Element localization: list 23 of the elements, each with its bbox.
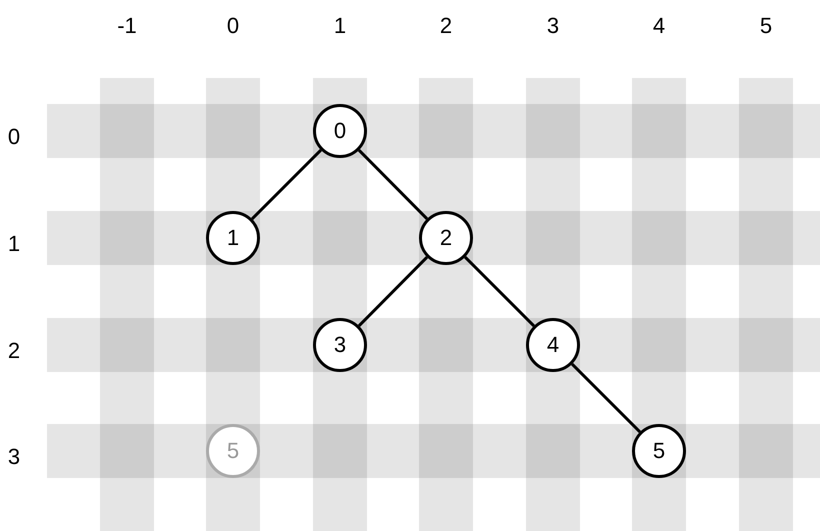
tree-node-circle: 4 bbox=[526, 318, 580, 372]
tree-edge bbox=[571, 363, 641, 433]
row-label: 2 bbox=[8, 338, 20, 364]
row-label: 1 bbox=[8, 231, 20, 257]
tree-node-circle: 5 bbox=[632, 424, 686, 478]
row-label: 3 bbox=[8, 444, 20, 470]
tree-node-circle: 0 bbox=[313, 104, 367, 158]
tree-node-circle: 5 bbox=[206, 424, 260, 478]
tree-edge bbox=[358, 149, 428, 220]
column-label: 0 bbox=[226, 13, 240, 39]
tree-edge bbox=[464, 256, 535, 327]
row-label: 0 bbox=[8, 124, 20, 150]
column-label: 4 bbox=[652, 13, 666, 39]
tree-node-circle: 3 bbox=[313, 318, 367, 372]
tree-node-circle: 2 bbox=[419, 211, 473, 265]
column-label: 5 bbox=[760, 13, 772, 39]
tree-edge bbox=[358, 256, 428, 327]
tree-node-circle: 1 bbox=[206, 211, 260, 265]
tree-edge bbox=[251, 149, 322, 220]
column-label: 1 bbox=[334, 13, 346, 39]
column-label: 3 bbox=[546, 13, 560, 39]
column-label: -1 bbox=[117, 13, 137, 39]
column-label: 2 bbox=[440, 13, 452, 39]
